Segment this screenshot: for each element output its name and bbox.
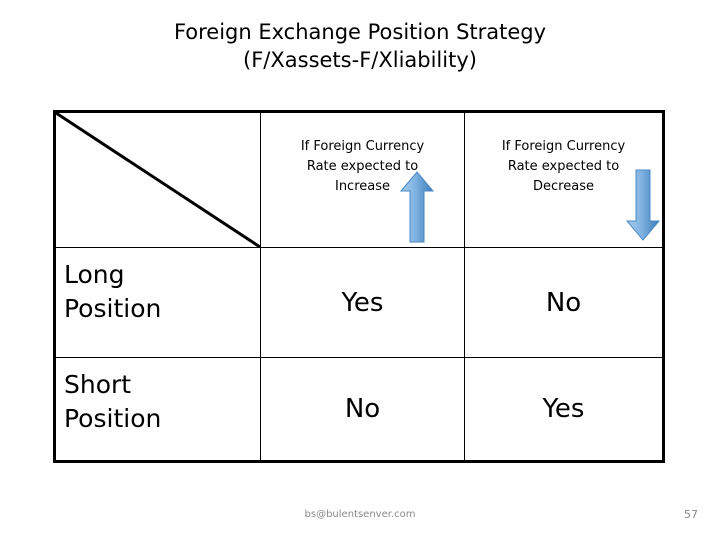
cell-short-increase-value: No xyxy=(344,394,381,424)
column-header-decrease-text: If Foreign Currency Rate expected to Dec… xyxy=(465,137,662,197)
matrix-corner-cell xyxy=(56,113,261,248)
row-header-long-position-text: Long Position xyxy=(64,258,161,326)
column-header-decrease: If Foreign Currency Rate expected to Dec… xyxy=(465,113,662,248)
diagonal-divider-icon xyxy=(56,113,260,247)
cell-short-decrease-value: Yes xyxy=(542,394,585,424)
column-header-increase-line-3: Increase xyxy=(334,179,390,194)
footer-page-number: 57 xyxy=(684,508,698,521)
cell-short-increase: No xyxy=(261,358,465,460)
cell-long-decrease-value: No xyxy=(545,287,582,318)
strategy-matrix-table: If Foreign Currency Rate expected to Inc… xyxy=(53,110,665,463)
cell-long-decrease: No xyxy=(465,248,662,358)
row-header-short-position: Short Position xyxy=(56,358,261,460)
column-header-decrease-line-3: Decrease xyxy=(533,179,594,194)
page-title: Foreign Exchange Position Strategy (F/Xa… xyxy=(60,18,660,74)
cell-short-decrease: Yes xyxy=(465,358,662,460)
column-header-increase-line-1: If Foreign Currency xyxy=(300,139,425,154)
cell-long-increase-value: Yes xyxy=(341,287,384,318)
column-header-decrease-line-1: If Foreign Currency xyxy=(501,139,626,154)
row-header-long-position-line-1: Long xyxy=(64,260,125,289)
row-header-short-position-text: Short Position xyxy=(64,368,161,436)
footer-email: bs@bulentsenver.com xyxy=(304,509,416,520)
row-header-short-position-line-1: Short xyxy=(64,370,132,399)
cell-long-increase: Yes xyxy=(261,248,465,358)
page-title-line-1: Foreign Exchange Position Strategy xyxy=(173,20,547,44)
row-header-long-position: Long Position xyxy=(56,248,261,358)
row-header-long-position-line-2: Position xyxy=(64,294,162,323)
arrow-down-icon xyxy=(626,169,660,241)
arrow-up-icon xyxy=(400,171,434,243)
page-title-line-2: (F/Xassets-F/Xliability) xyxy=(243,48,477,72)
column-header-increase-line-2: Rate expected to xyxy=(306,159,419,174)
column-header-increase: If Foreign Currency Rate expected to Inc… xyxy=(261,113,465,248)
row-header-short-position-line-2: Position xyxy=(64,404,162,433)
column-header-increase-text: If Foreign Currency Rate expected to Inc… xyxy=(261,137,464,197)
column-header-decrease-line-2: Rate expected to xyxy=(507,159,620,174)
